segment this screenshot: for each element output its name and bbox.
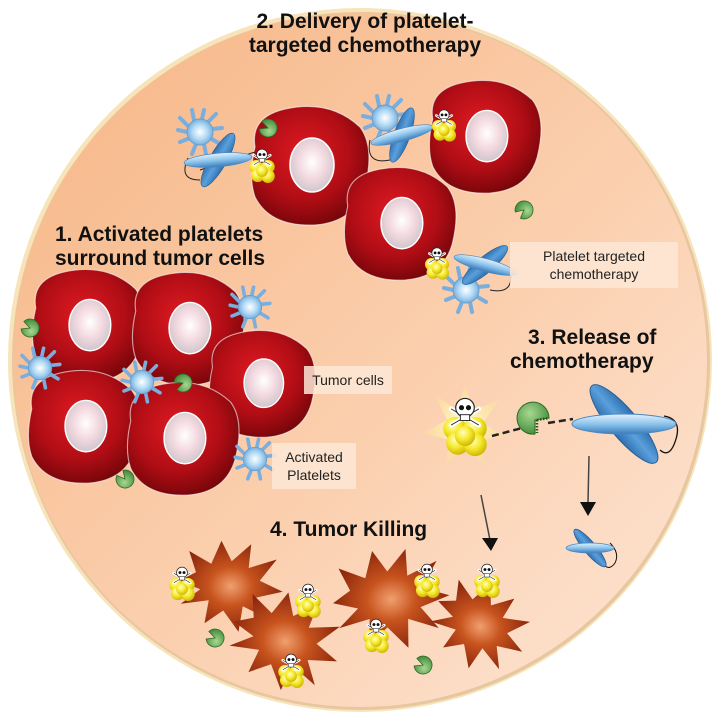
step3-heading: 3. Release of chemotherapy <box>510 326 710 374</box>
step2-illustration <box>176 79 542 314</box>
tumor-cell <box>126 381 240 496</box>
background-circle <box>8 8 712 712</box>
label-line: Platelets <box>287 467 341 483</box>
chemo-drug-icon <box>295 584 321 618</box>
step1-heading-line2: surround tumor cells <box>55 247 266 270</box>
step2-heading-line2: targeted chemotherapy <box>248 34 482 57</box>
step1-heading-line1: 1. Activated platelets <box>55 223 264 246</box>
step3-illustration <box>423 384 679 568</box>
activated-platelets-label: Activated Platelets <box>272 443 356 489</box>
chemo-drug-icon <box>363 619 389 653</box>
arrow-icon <box>480 494 498 551</box>
chemo-drug-icon <box>474 564 500 598</box>
tumor-cells-label: Tumor cells <box>304 366 392 394</box>
cleaved-linker <box>491 426 523 438</box>
chemo-drug-icon <box>249 149 275 183</box>
platelet-targeted-chemotherapy-conjugate <box>176 108 275 194</box>
label-line: Activated <box>285 449 343 465</box>
green-marker-large <box>516 401 550 435</box>
step4-heading: 4. Tumor Killing <box>270 518 470 542</box>
step2-heading: 2. Delivery of platelet- targeted chemot… <box>215 10 515 58</box>
platelet-targeted-chemotherapy-label: Platelet targeted chemotherapy <box>510 242 678 288</box>
label-line: Tumor cells <box>312 372 384 388</box>
platelet-targeted-chemotherapy-conjugate <box>361 94 456 171</box>
chemo-drug-icon <box>414 564 440 598</box>
step4-heading-line1: 4. Tumor Killing <box>270 518 428 541</box>
chemo-drug-icon <box>425 248 449 280</box>
label-line: chemotherapy <box>549 266 639 282</box>
arrow-icon <box>580 455 596 516</box>
antibody-large <box>571 384 679 464</box>
step2-heading-line1: 2. Delivery of platelet- <box>256 10 474 33</box>
label-line: Platelet targeted <box>543 248 645 264</box>
step1-heading: 1. Activated platelets surround tumor ce… <box>55 223 315 271</box>
chemo-drug-icon <box>278 654 304 688</box>
step3-heading-line1: 3. Release of <box>528 326 657 349</box>
step3-heading-line2: chemotherapy <box>510 350 654 373</box>
chemo-drug-icon <box>432 110 456 142</box>
chemo-drug-icon <box>443 398 487 456</box>
chemo-drug-icon <box>169 567 195 601</box>
cleaved-linker <box>547 417 574 425</box>
antibody-small <box>565 528 618 568</box>
